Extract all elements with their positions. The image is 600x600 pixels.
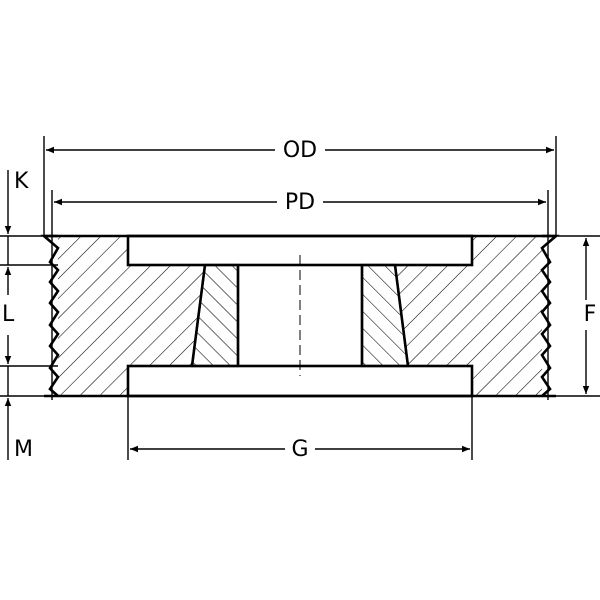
label-od: OD: [283, 138, 317, 163]
extension-lines: [0, 136, 600, 460]
groove-right: [540, 234, 560, 397]
dimension-pd: PD: [54, 190, 546, 215]
hub-right-hatched: [395, 265, 472, 366]
label-m: M: [14, 437, 33, 462]
label-g: G: [291, 437, 308, 462]
hub-left-edge: [190, 264, 207, 367]
dimension-l: L: [2, 267, 15, 364]
dimension-od: OD: [46, 138, 554, 163]
dimension-k: K: [4, 169, 29, 265]
hub-right-edge: [393, 264, 410, 367]
dimension-m: M: [4, 366, 33, 462]
label-f: F: [584, 302, 597, 327]
bottom-recess: [126, 364, 474, 398]
label-pd: PD: [285, 190, 315, 215]
dimension-f: F: [582, 238, 597, 394]
label-l: L: [2, 302, 15, 327]
groove-left: [40, 234, 60, 397]
outlines: [44, 234, 556, 398]
hub-left-hatched: [128, 265, 205, 366]
dimension-g: G: [130, 437, 470, 462]
label-k: K: [14, 169, 29, 194]
